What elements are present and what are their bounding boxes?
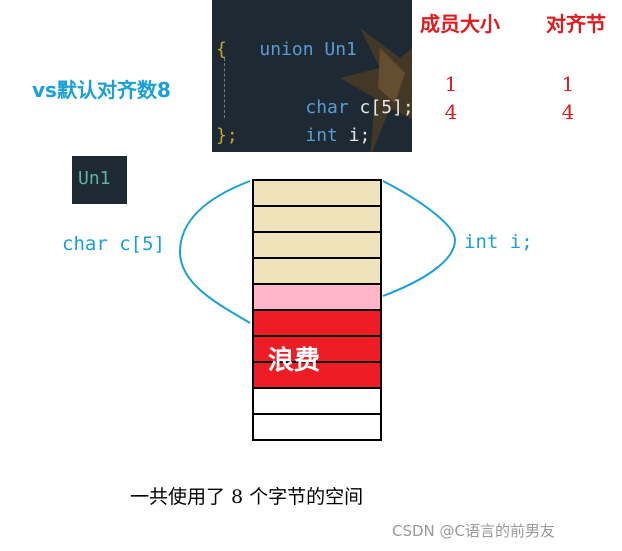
- memory-cell-4-used: [252, 257, 382, 285]
- memory-layout: [252, 179, 382, 441]
- union-name: Un1: [313, 39, 357, 60]
- int-member-label: int i;: [464, 231, 533, 253]
- keyword-int: int: [305, 125, 338, 146]
- header-alignment: 对齐节: [546, 12, 606, 36]
- union-name-badge: Un1: [72, 156, 127, 204]
- header-member-size: 成员大小: [420, 12, 500, 36]
- background-art-icon: [340, 28, 412, 152]
- code-line-char: char c[5];: [262, 66, 412, 150]
- memory-cell-1-used: [252, 179, 382, 207]
- default-alignment-label: vs默认对齐数8: [32, 78, 171, 102]
- code-line-int: int i;: [262, 94, 370, 152]
- code-line-close-brace: };: [216, 125, 238, 146]
- left-brace-curve: [178, 180, 251, 324]
- char-array-label: char c[5]: [62, 233, 165, 255]
- right-brace-curve: [382, 180, 457, 297]
- member-c: c[5];: [348, 97, 412, 118]
- memory-cell-10-empty: [252, 413, 382, 441]
- row1-size: 1: [444, 72, 458, 96]
- row2-size: 4: [444, 100, 458, 124]
- memory-cell-3-used: [252, 231, 382, 259]
- waste-label: 浪费: [268, 346, 321, 376]
- code-line-open-brace: {: [216, 39, 227, 60]
- code-line-union: union Un1: [216, 8, 357, 92]
- memory-cell-9-empty: [252, 387, 382, 415]
- keyword-union: union: [259, 39, 314, 60]
- row1-align: 1: [561, 72, 575, 96]
- memory-cell-2-used: [252, 205, 382, 233]
- memory-cell-5-used: [252, 283, 382, 311]
- member-i: i;: [337, 125, 371, 146]
- code-snippet-panel: union Un1 { char c[5]; int i; };: [212, 0, 412, 152]
- watermark: CSDN @C语言的前男友: [392, 522, 556, 540]
- summary-text: 一共使用了 8 个字节的空间: [130, 486, 364, 508]
- row2-align: 4: [561, 100, 575, 124]
- indent-guide: [224, 58, 225, 118]
- memory-cell-6-waste: [252, 309, 382, 337]
- keyword-char: char: [305, 97, 349, 118]
